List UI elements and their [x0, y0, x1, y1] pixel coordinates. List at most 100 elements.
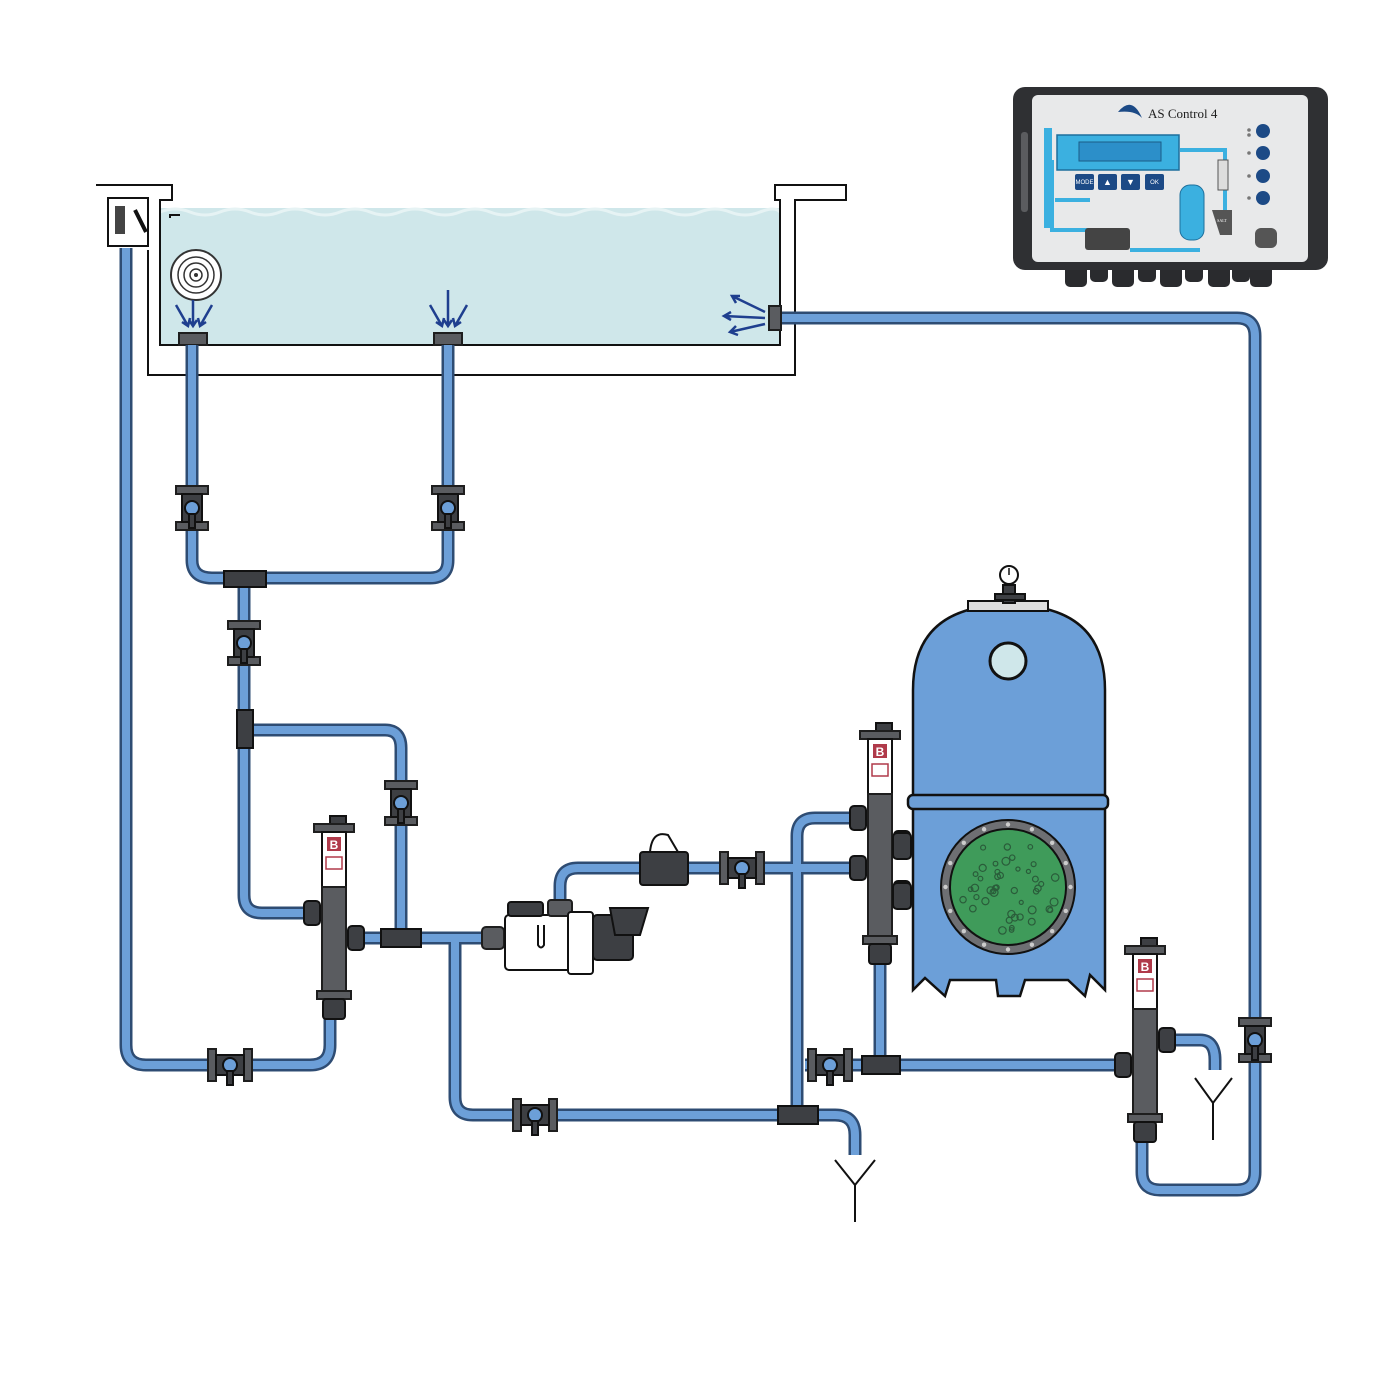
sand-grain [992, 884, 999, 892]
sand-grain [1015, 866, 1021, 872]
bolt [961, 840, 967, 846]
pipe-core [1165, 1036, 1219, 1070]
bolt [1005, 947, 1011, 952]
bolt [948, 908, 953, 914]
ball-valve[interactable] [227, 620, 261, 666]
valve-status-icon [1256, 191, 1270, 205]
sand-grain [998, 926, 1007, 935]
pipe-core [240, 578, 315, 917]
down-button-label: ▼ [1126, 177, 1135, 187]
sand-grain [1027, 917, 1036, 926]
dosing-unit: B [303, 815, 365, 1020]
mini-pump-icon [1085, 228, 1130, 250]
sand-filter [892, 565, 1110, 999]
bolt [1063, 860, 1068, 866]
bolt [948, 860, 953, 866]
sand-grain [992, 860, 999, 867]
sand-grain [1008, 924, 1015, 931]
tee-fittings [223, 570, 901, 1125]
pump-strainer [504, 914, 576, 971]
union-port [849, 855, 867, 881]
bolt [943, 884, 948, 890]
bolt [981, 942, 987, 947]
sand-grain [1038, 880, 1045, 888]
pipe-core [244, 726, 405, 938]
compressor-icon [1255, 228, 1277, 248]
controller-unit[interactable]: AS Control 4 MODE ▲ ▼ OK SALT [1013, 87, 1328, 287]
sand-grain [1027, 843, 1034, 850]
dosing-unit-badge: B [330, 838, 339, 852]
main-drain-2 [433, 332, 463, 346]
sand-grain [1049, 897, 1059, 907]
sand-grain [972, 871, 979, 878]
valve-handle [531, 1120, 539, 1136]
up-button[interactable] [1098, 174, 1117, 190]
filter-media [949, 828, 1067, 946]
ball-valve[interactable] [207, 1048, 253, 1086]
ball-valve[interactable] [512, 1098, 558, 1136]
pump-housing [567, 911, 594, 975]
ball-valve[interactable] [384, 780, 418, 826]
skimmer-flap [133, 209, 148, 233]
bolt [1049, 928, 1055, 934]
valve-handle [240, 648, 248, 664]
pipe-core [188, 345, 452, 582]
pump[interactable] [481, 899, 650, 975]
pipe [185, 345, 455, 585]
pipe-core [782, 314, 1259, 1194]
mini-filter-icon [1179, 184, 1205, 241]
valve-handle [444, 513, 452, 529]
sand-grain [981, 897, 990, 906]
filter-status-icon [1256, 146, 1270, 160]
valve-handle [826, 1070, 834, 1086]
ball-valve[interactable] [431, 485, 465, 531]
pool-water [160, 208, 780, 345]
bolt [961, 928, 967, 934]
sand-grain [1008, 927, 1015, 933]
sand-grain [1050, 873, 1060, 882]
pool [96, 184, 847, 376]
main-drain-1 [178, 332, 208, 346]
sand-grain [970, 883, 980, 893]
heater-status-icon [1256, 169, 1270, 183]
bolt [981, 827, 987, 832]
suction-arrows-icon [174, 290, 469, 329]
check-valve [639, 833, 689, 886]
sand-grain [1008, 854, 1016, 861]
drain-2-icon [1194, 1077, 1233, 1140]
ball-valve[interactable] [175, 485, 209, 531]
sand-grain [1001, 856, 1011, 866]
down-button[interactable] [1121, 174, 1140, 190]
ball-valve[interactable] [807, 1048, 853, 1086]
sand-grain [994, 873, 1001, 881]
sight-glass [988, 641, 1028, 681]
salt-box-icon [1212, 210, 1232, 235]
bolt [1049, 840, 1055, 846]
dosing-unit-badge: B [876, 745, 885, 759]
filter-band [906, 793, 1110, 811]
drain-1-icon [834, 1159, 876, 1222]
sand-grain [1010, 886, 1018, 895]
bolt [1029, 827, 1035, 832]
pump-status-icon [1256, 124, 1270, 138]
up-button-label: ▲ [1103, 177, 1112, 187]
skimmer-basket [115, 206, 125, 234]
sand-grain [1003, 843, 1012, 851]
sand-grain [1047, 907, 1054, 914]
mode-button[interactable] [1075, 174, 1094, 190]
ball-valves[interactable] [175, 485, 1272, 1136]
sand-grain [967, 886, 974, 893]
valve-handle [397, 808, 405, 824]
sand-grain [1030, 861, 1037, 868]
bolt [1005, 822, 1011, 827]
sand-grain [1034, 884, 1042, 893]
ball-valve[interactable] [719, 851, 765, 889]
controller-display [1078, 141, 1162, 162]
ok-button[interactable] [1145, 174, 1164, 190]
controller-title: AS Control 4 [1148, 106, 1218, 121]
pipework [119, 248, 1262, 1197]
ball-valve[interactable] [1238, 1017, 1272, 1063]
salt-label: SALT [1217, 218, 1227, 223]
status-indicators [1247, 124, 1270, 205]
